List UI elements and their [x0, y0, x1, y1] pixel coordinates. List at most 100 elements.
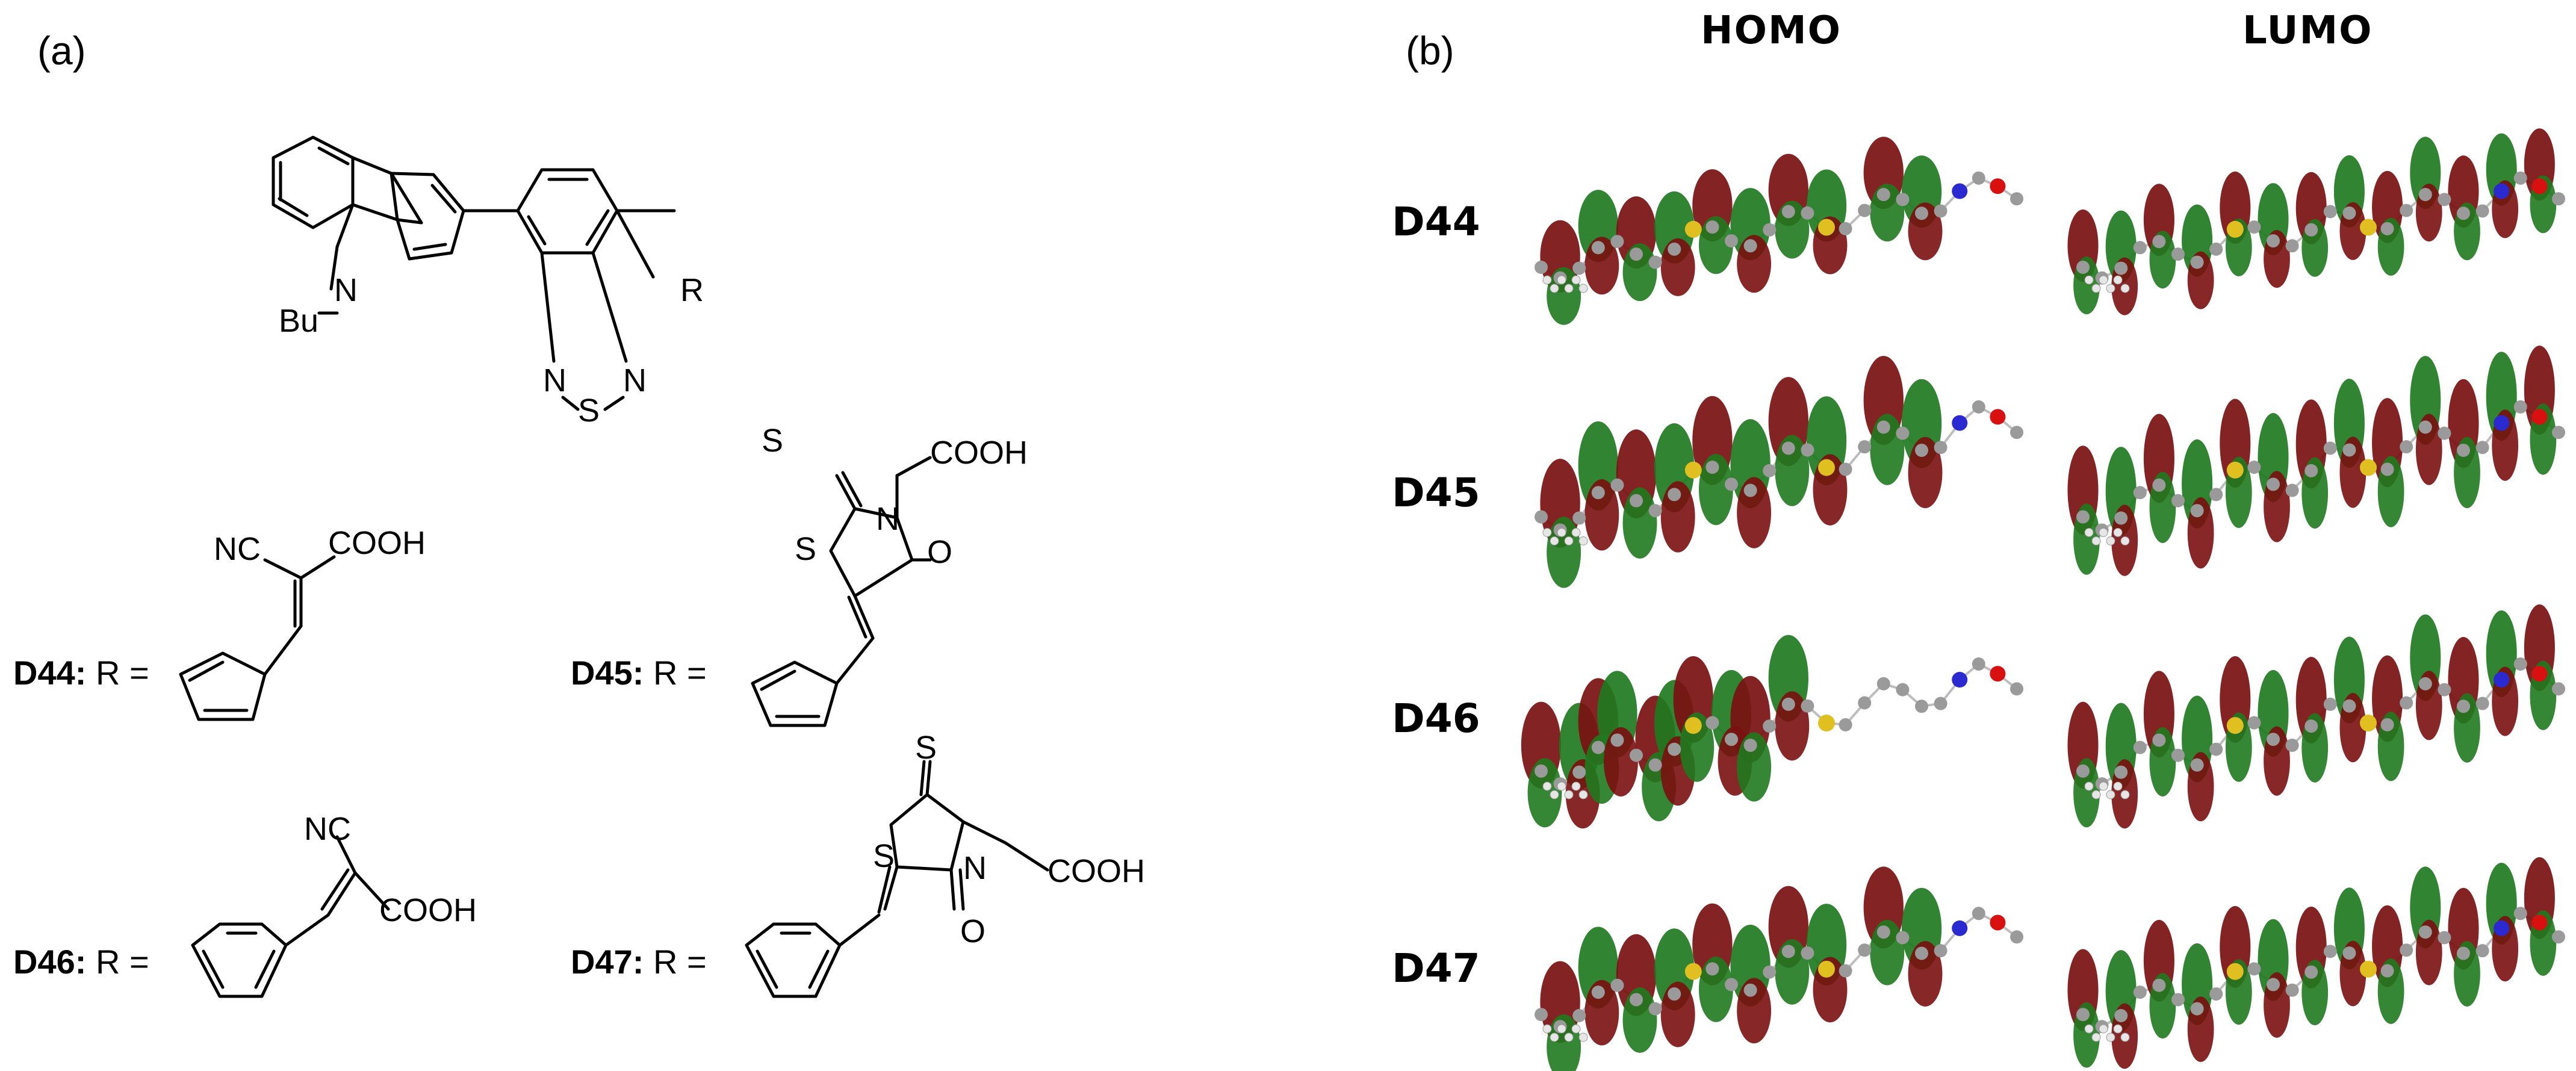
atom	[2133, 486, 2147, 500]
atom	[1535, 764, 1548, 778]
atom	[2113, 781, 2123, 791]
atom	[2209, 987, 2223, 1001]
atom	[2099, 781, 2108, 791]
atom	[1535, 1008, 1548, 1022]
atom	[1610, 235, 1624, 249]
atom	[2190, 255, 2204, 269]
atom	[2152, 478, 2166, 492]
atom	[1876, 188, 1890, 202]
atom	[2418, 188, 2432, 202]
atom	[1801, 206, 1814, 220]
atom	[1542, 1024, 1552, 1034]
atom	[2475, 441, 2489, 455]
atom	[1839, 222, 1852, 235]
atom	[2247, 716, 2261, 730]
atom	[1630, 494, 1643, 508]
d46-substituent: NC COOH	[191, 811, 477, 998]
d45-cooh-label: COOH	[930, 435, 1028, 471]
atom	[2152, 978, 2166, 992]
carbazole-right-ring	[390, 172, 465, 261]
panel-b-label: (b)	[1406, 28, 1454, 73]
atom	[2418, 925, 2432, 939]
core-structure: N Bu R N S N N	[179, 135, 1145, 998]
d47-r-label: D47: R =	[571, 943, 707, 981]
atom	[2380, 718, 2394, 731]
orbital-d47-homo	[1535, 866, 2023, 1071]
atom	[1781, 205, 1795, 219]
orbital-d45-lumo	[2067, 346, 2565, 576]
atom	[2010, 930, 2023, 944]
atom	[1990, 409, 2006, 425]
atom	[2400, 696, 2413, 710]
atom	[2247, 220, 2261, 234]
atom	[2171, 494, 2185, 508]
carbazole-pyrrole-ring	[351, 156, 423, 225]
atom	[1591, 986, 1605, 999]
orbital-d44-homo	[1535, 137, 2023, 325]
atom	[2342, 206, 2356, 220]
atom	[2494, 415, 2510, 431]
atom	[2323, 205, 2337, 219]
orbital-lobe	[1622, 487, 1657, 559]
atom	[2360, 960, 2377, 978]
atom	[1781, 945, 1795, 958]
atom	[2091, 536, 2101, 545]
d44-nc-label: NC	[214, 531, 261, 567]
atom	[1557, 1024, 1566, 1034]
atom	[1705, 962, 1719, 976]
atom	[2084, 781, 2094, 791]
orbital-row-label-d47: D47	[1392, 945, 1480, 992]
atom	[1972, 400, 1985, 414]
atom	[1557, 275, 1566, 285]
atom	[1876, 420, 1890, 434]
atom	[2190, 758, 2204, 772]
atom	[2091, 790, 2101, 799]
atom	[1572, 261, 1586, 275]
atom	[1952, 415, 1968, 431]
atom	[2209, 742, 2223, 756]
atom	[1858, 943, 1872, 957]
atom	[2438, 931, 2451, 945]
atom	[1952, 672, 1968, 688]
atom	[1535, 510, 1548, 524]
d47-n-label: N	[963, 850, 987, 886]
atom	[1630, 993, 1643, 1007]
atom	[2380, 462, 2394, 476]
atom	[1542, 781, 1552, 791]
atom	[2457, 443, 2470, 457]
orbital-d47-lumo	[2067, 857, 2565, 1069]
atom	[1668, 242, 1681, 256]
atom	[2076, 1008, 2090, 1022]
atom	[1763, 464, 1777, 477]
atom	[1550, 284, 1559, 293]
atom	[2494, 672, 2510, 688]
atom	[2114, 261, 2128, 275]
atom	[1972, 657, 1985, 671]
atom	[1934, 697, 1948, 710]
atom	[1725, 234, 1738, 248]
atom	[1550, 536, 1559, 545]
atom	[2247, 461, 2261, 474]
atom	[2304, 719, 2318, 733]
atom	[2323, 441, 2337, 455]
d47-ring-s-label: S	[873, 838, 895, 874]
d47-o-label: O	[960, 913, 985, 949]
orbital-lobe	[1908, 436, 1943, 509]
atom	[1801, 699, 1814, 713]
atom	[2513, 171, 2527, 185]
atom	[2457, 700, 2470, 713]
atom	[2084, 1024, 2094, 1034]
atom	[1934, 944, 1948, 958]
atom	[1725, 477, 1738, 491]
atom	[2513, 400, 2527, 414]
atom	[2099, 528, 2108, 537]
atom	[1818, 219, 1835, 236]
d47-substituent: S S N COOH O	[745, 730, 1145, 998]
atom	[2380, 964, 2394, 978]
atom	[1578, 536, 1588, 545]
atom	[2552, 930, 2565, 944]
atom	[2531, 409, 2548, 425]
atom	[1610, 733, 1624, 747]
atom	[2171, 748, 2185, 762]
